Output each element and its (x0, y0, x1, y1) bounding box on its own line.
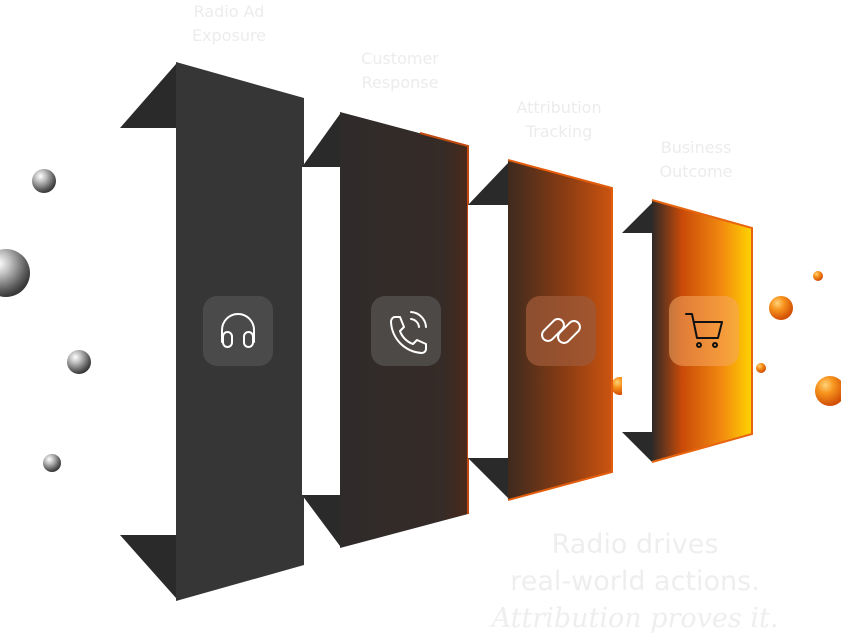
tagline-line-3: Attribution proves it. (491, 603, 779, 634)
stage-panel-1 (120, 62, 304, 601)
stage-panel-4 (622, 199, 753, 463)
foreground-spheres (756, 271, 841, 406)
tagline: Radio drives real-world actions. Attribu… (470, 526, 800, 637)
icon-tile (371, 296, 441, 366)
stage-label-3: Attribution Tracking (516, 98, 602, 141)
tagline-line-1: Radio drives (551, 529, 719, 560)
stage-label-2: Customer Response (361, 49, 439, 92)
sphere (67, 350, 91, 374)
stage-label-1: Radio Ad Exposure (191, 2, 267, 45)
sphere (32, 169, 56, 193)
sphere (756, 363, 766, 373)
stage-panel-2 (302, 112, 469, 548)
stage-label-4: Business Outcome (659, 138, 733, 181)
sphere (813, 271, 823, 281)
icon-tile (669, 296, 739, 366)
sphere (43, 454, 61, 472)
tagline-line-2: real-world actions. (510, 566, 760, 597)
headphones-icon (221, 313, 255, 348)
shopping-cart-icon (685, 313, 723, 348)
link-icon (541, 318, 581, 344)
stage-panel-3 (468, 159, 613, 501)
phone-call-icon (390, 311, 427, 354)
sphere (0, 249, 30, 297)
sphere (769, 296, 793, 320)
sphere (815, 376, 841, 406)
icon-tile (203, 296, 273, 366)
